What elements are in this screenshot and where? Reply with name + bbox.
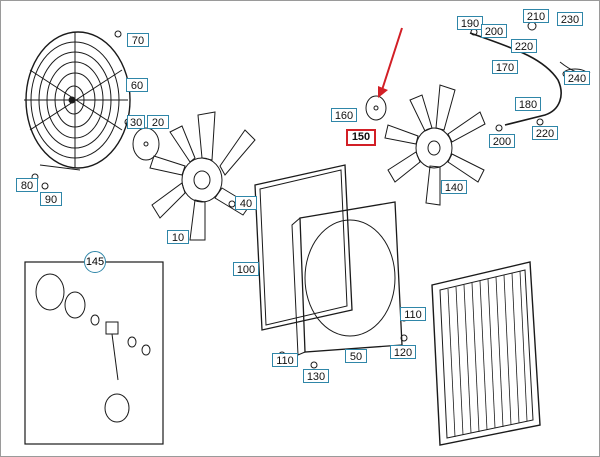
callout-40[interactable]: 40 [235,196,257,210]
callout-70[interactable]: 70 [127,33,149,47]
callout-130[interactable]: 130 [303,369,329,383]
callout-30[interactable]: 30 [127,115,145,129]
callout-150[interactable]: 150 [346,129,376,146]
callout-120[interactable]: 120 [390,345,416,359]
callout-145[interactable]: 145 [84,251,106,273]
callout-20[interactable]: 20 [147,115,169,129]
highlight-arrow [378,27,403,98]
fasteners [31,21,544,369]
callout-170[interactable]: 170 [492,60,518,74]
callout-220-bottom[interactable]: 220 [532,126,558,140]
gasket-frame-100 [254,164,353,331]
callout-180[interactable]: 180 [515,97,541,111]
callout-190[interactable]: 190 [457,16,483,30]
callout-160[interactable]: 160 [331,108,357,122]
callout-200-top[interactable]: 200 [481,24,507,38]
callout-200-bottom[interactable]: 200 [489,134,515,148]
fan-blade-assembly-140 [365,84,486,206]
callout-140[interactable]: 140 [441,180,467,194]
callout-100[interactable]: 100 [233,262,259,276]
hub-plate [132,127,160,161]
callout-220-top[interactable]: 220 [511,39,537,53]
callout-60[interactable]: 60 [126,78,148,92]
callout-80[interactable]: 80 [16,178,38,192]
callout-50[interactable]: 50 [345,349,367,363]
callout-90[interactable]: 90 [40,192,62,206]
seal-kit-inset [24,261,164,445]
radiator-core [431,261,541,446]
callout-210[interactable]: 210 [523,9,549,23]
callout-110-right[interactable]: 110 [400,307,426,321]
fan-guard-grille [24,31,131,171]
callout-110-left[interactable]: 110 [272,353,298,367]
callout-240[interactable]: 240 [564,71,590,85]
callout-10[interactable]: 10 [167,230,189,244]
fan-shroud-50 [291,201,403,356]
callout-230[interactable]: 230 [557,12,583,26]
fan-blade-assembly-10 [149,111,256,241]
